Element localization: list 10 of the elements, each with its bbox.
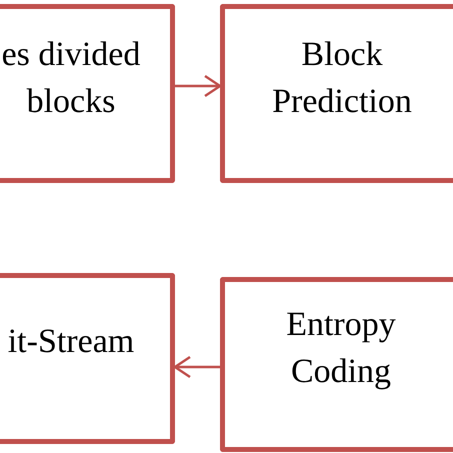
- arrow: [175, 74, 222, 98]
- arrow: [174, 356, 220, 378]
- process-box: [0, 273, 175, 444]
- process-box: [220, 4, 453, 183]
- box-label: Entropy Coding: [285, 305, 397, 392]
- box-label: es divided blocks: [0, 35, 142, 122]
- process-box: [220, 277, 453, 452]
- process-box: [0, 4, 175, 183]
- box-label: it-Stream: [6, 322, 136, 362]
- box-label: Block Prediction: [271, 35, 413, 122]
